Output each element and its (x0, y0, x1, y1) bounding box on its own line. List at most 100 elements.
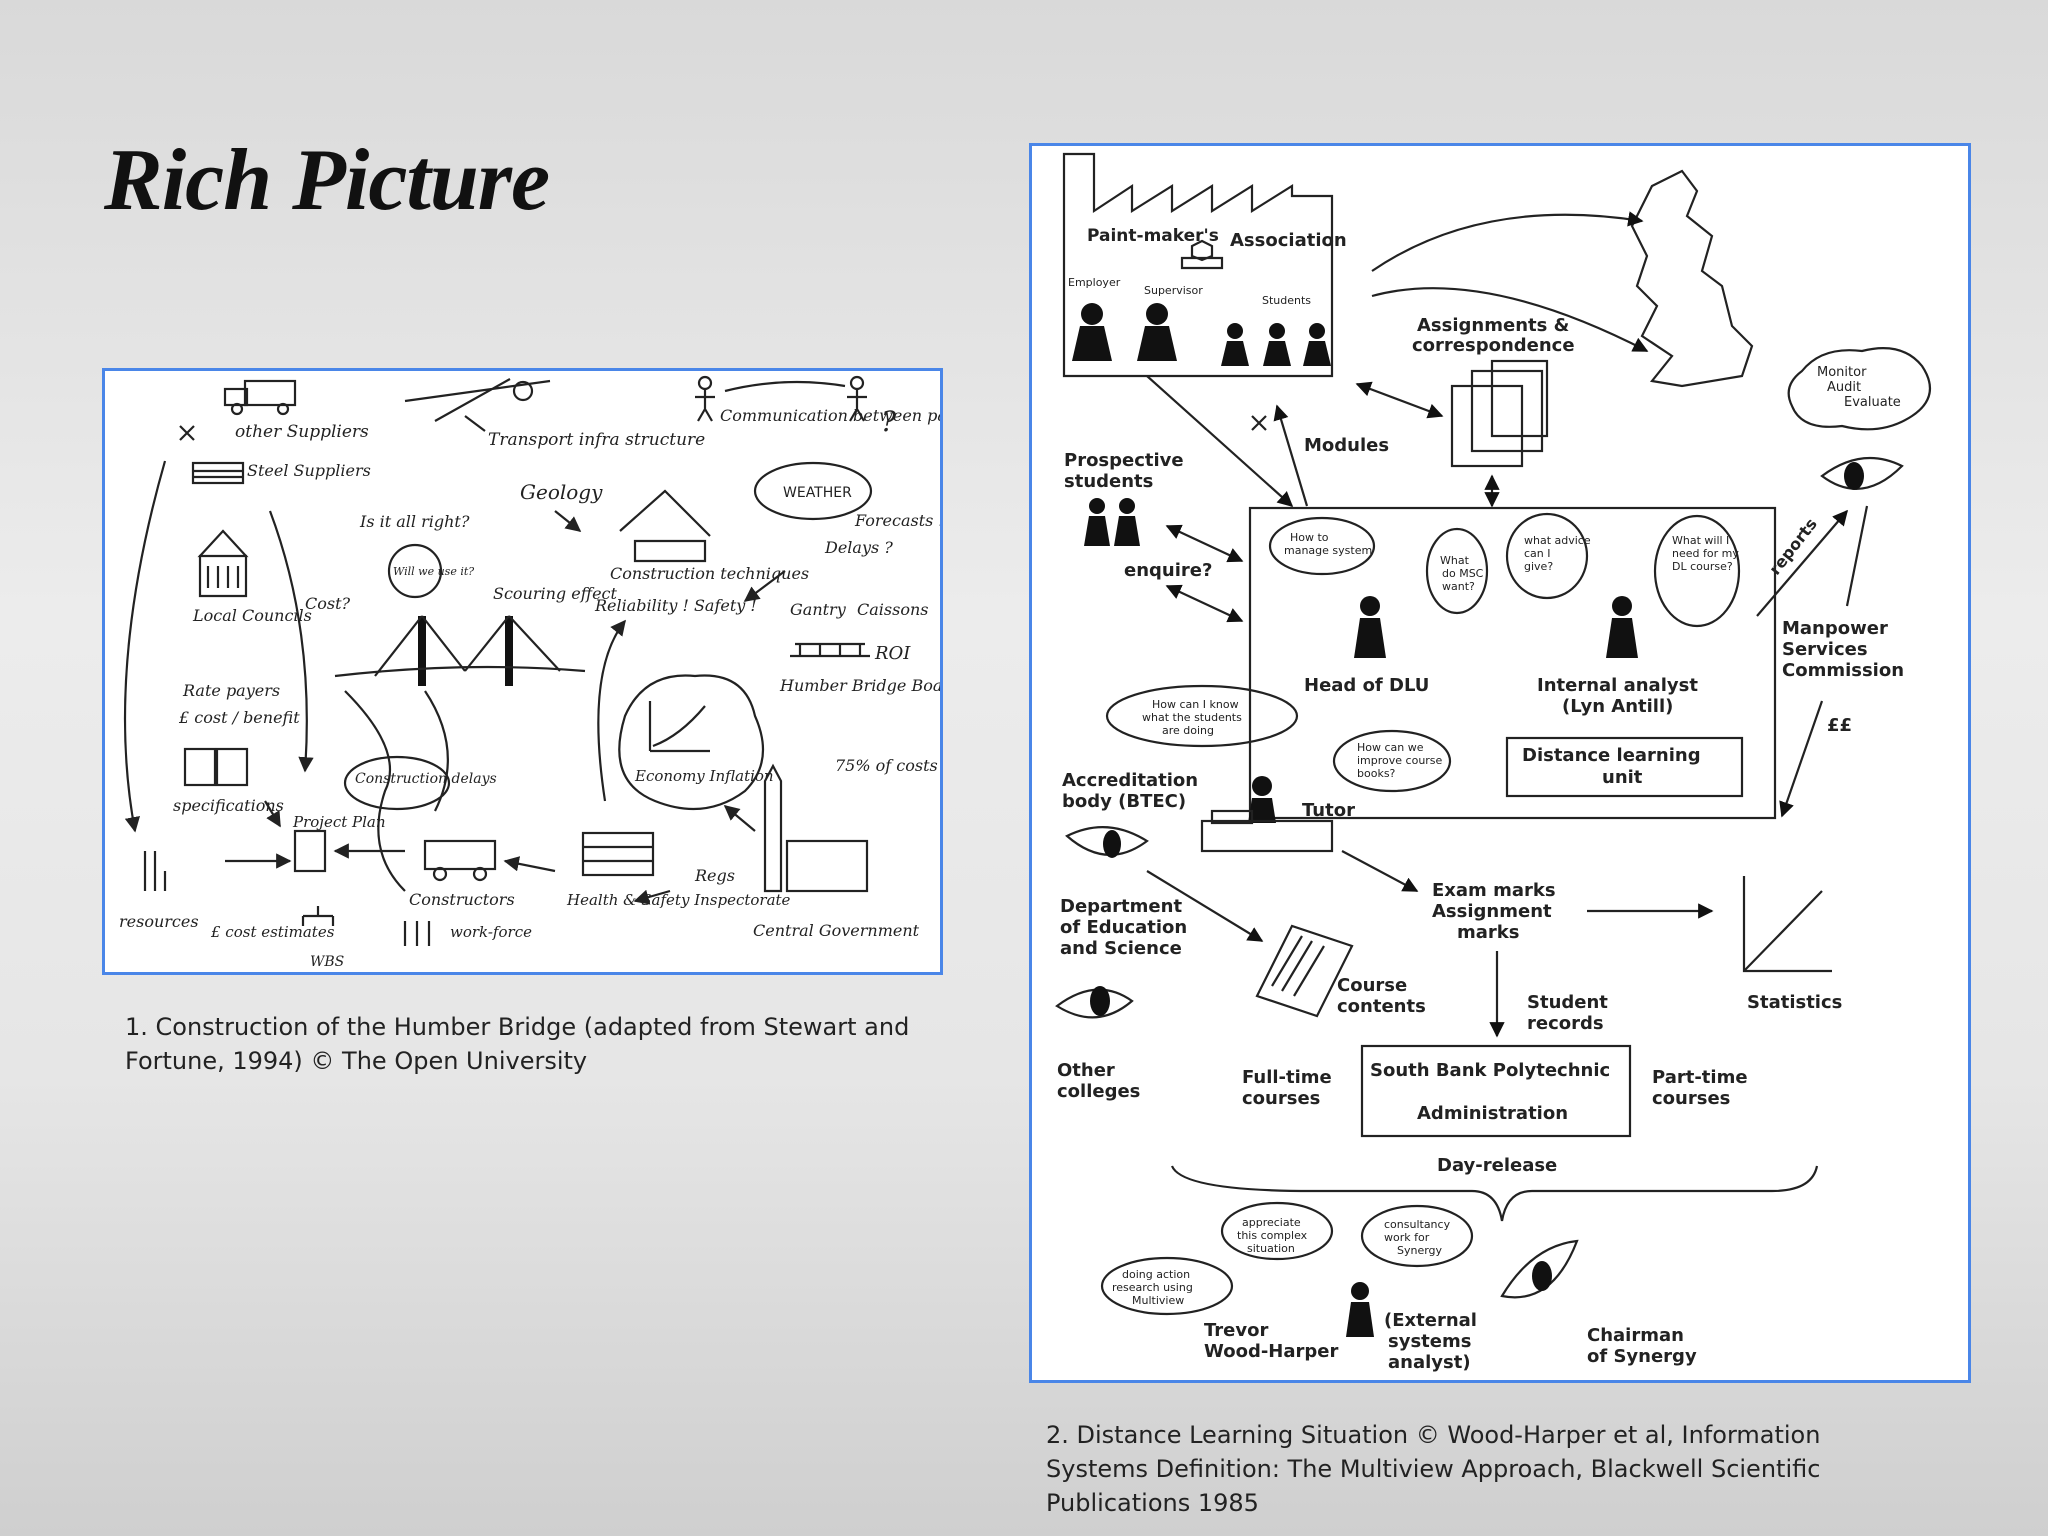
thought-bubbles-left (1105, 684, 1452, 793)
workforce-label: work-force (450, 923, 532, 941)
tutor-desk-icon (1200, 776, 1334, 853)
steel-beams-icon (191, 461, 245, 485)
pct75-label: 75% of costs (835, 756, 938, 775)
workers-icon (403, 921, 431, 946)
construction-techniques-label: Construction techniques (610, 564, 809, 583)
people-icon (143, 851, 167, 891)
monitor-cloud-icon (1787, 347, 1932, 431)
cost-benefit-label: £ cost / benefit (178, 708, 300, 727)
modules-label: Modules (1304, 435, 1389, 456)
big-ben-icon (763, 763, 869, 893)
distance-learning-rich-picture: Paint-maker's Association Employer Super… (1029, 143, 1971, 1383)
scaffold-icon (790, 642, 870, 658)
handshake-icon (1180, 239, 1224, 270)
eye-icon-chairman (1500, 1239, 1579, 1299)
is-it-all-right-label: Is it all right? (359, 512, 470, 531)
construction-delays-oval (343, 755, 451, 811)
plane-icon (404, 378, 551, 432)
association-label: Association (1230, 230, 1347, 251)
analyst-figure (1606, 596, 1638, 658)
other-suppliers-label: other Suppliers (235, 422, 369, 442)
prospective-students-icon (1084, 498, 1140, 546)
regs-label: Regs (694, 866, 735, 885)
weather-label: WEATHER (783, 485, 852, 501)
head-dlu-label: Head of DLU (1304, 675, 1429, 696)
constructors-label: Constructors (409, 890, 515, 909)
town-hall-icon (197, 529, 249, 598)
humber-board-label: Humber Bridge Board (779, 676, 940, 695)
bridge-icon (334, 615, 586, 892)
dlu-boundary (1248, 506, 1777, 820)
tutor-label: Tutor (1302, 800, 1355, 821)
brace (1170, 1165, 1819, 1222)
economy-bubble-icon (618, 674, 765, 811)
head-dlu-figure (1354, 596, 1386, 658)
dlu-box (1505, 736, 1744, 798)
health-safety-label: Health & Safety Inspectorate (566, 891, 791, 909)
eye-icon (1820, 456, 1904, 490)
project-plan-icon (293, 829, 327, 873)
statistics-label: Statistics (1747, 992, 1842, 1013)
stick-figure-icon (695, 375, 867, 422)
cost-estimates-label: £ cost estimates (210, 923, 335, 941)
delays-label: Delays ? (824, 538, 893, 557)
slide-title: Rich Picture (104, 132, 550, 229)
enquire-label: enquire? (1124, 560, 1212, 581)
thought-bubbles-bottom (1100, 1201, 1474, 1316)
figure-2-caption: 2. Distance Learning Situation © Wood-Ha… (1046, 1421, 1821, 1517)
central-gov-label: Central Government (753, 921, 920, 940)
project-plan-label: Project Plan (292, 813, 386, 831)
weather-cloud-icon (753, 461, 873, 521)
documents-stack-icon (1450, 359, 1549, 468)
students-label: Students (1262, 294, 1311, 307)
thought-bubbles (1268, 512, 1741, 628)
resources-label: resources (119, 912, 199, 931)
gantry-label: Gantry (790, 600, 847, 619)
day-release-label: Day-release (1437, 1155, 1557, 1176)
thought-bubble-icon (387, 543, 443, 599)
rate-payers-label: Rate payers (182, 681, 280, 700)
roi-label: ROI (874, 643, 911, 664)
reliability-label: Reliability ! Safety ! (594, 596, 757, 615)
humber-bridge-rich-picture: other Suppliers Transport infra structur… (102, 368, 943, 975)
cost-question-label: Cost? (305, 594, 351, 613)
paintmakers-label: Paint-maker's (1087, 226, 1219, 246)
steel-suppliers-label: Steel Suppliers (247, 461, 371, 480)
papers-icon (1255, 924, 1354, 1018)
figure-1-caption: 1. Construction of the Humber Bridge (ad… (125, 1013, 910, 1075)
truck-icon (223, 379, 297, 416)
will-we-use-label: Will we use it? (393, 565, 474, 578)
concrete-mixer-icon (423, 839, 497, 882)
ff-label: ££ (1827, 715, 1852, 736)
documents-icon (183, 747, 249, 787)
employer-label: Employer (1068, 276, 1121, 289)
sbp-box (1360, 1044, 1632, 1138)
trevor-figure (1346, 1282, 1374, 1337)
caissons-label: Caissons (857, 600, 928, 619)
transport-label: Transport infra structure (488, 430, 705, 450)
specifications-label: specifications (173, 796, 284, 815)
building-icon (581, 831, 655, 877)
eye-icon-accreditation (1065, 826, 1149, 858)
